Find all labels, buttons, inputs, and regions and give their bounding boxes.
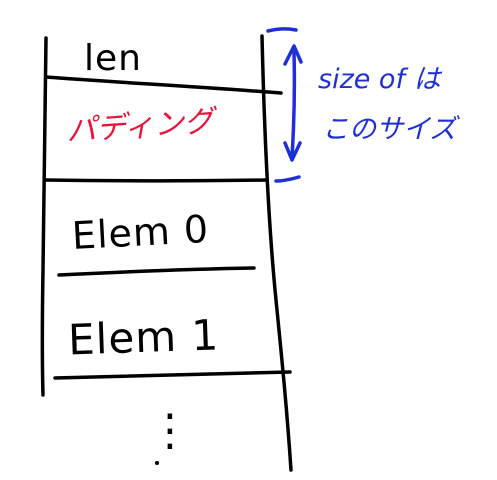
divider-len-padding	[44, 75, 283, 95]
divider-elem1-more	[53, 370, 292, 380]
elem0-label: Elem 0	[71, 207, 210, 258]
size-arrow-shaft	[290, 50, 297, 159]
annotation-line1: size of は	[318, 64, 443, 95]
len-label: len	[84, 38, 142, 79]
struct-left-border	[40, 36, 48, 397]
size-bracket-bottom	[274, 175, 301, 183]
continuation-ellipsis: ⋮	[148, 405, 192, 456]
divider-padding-elem0	[43, 178, 269, 183]
elem1-label: Elem 1	[67, 310, 220, 364]
padding-label: パディング	[65, 104, 220, 150]
size-arrow-head-top	[283, 44, 303, 66]
struct-right-border	[260, 34, 293, 472]
annotation-line2: このサイズ	[322, 114, 460, 145]
size-arrow-head-bottom	[283, 141, 302, 162]
divider-elem0-elem1	[57, 266, 256, 277]
size-bracket-top	[266, 27, 298, 33]
ellipsis-dot-bottom	[155, 461, 159, 465]
